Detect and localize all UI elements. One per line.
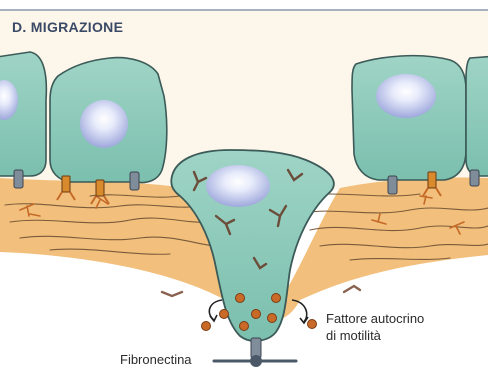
factor-dot-icon	[240, 322, 249, 331]
factor-label: Fattore autocrino di motilità	[326, 310, 424, 344]
factor-label-line1: Fattore autocrino	[326, 310, 424, 327]
anchor-icon	[470, 170, 479, 186]
figure-title: D. MIGRAZIONE	[12, 19, 123, 35]
factor-dot-icon	[272, 294, 281, 303]
nucleus-left	[80, 100, 128, 148]
factor-dot-icon	[236, 294, 245, 303]
anchor-icon	[130, 172, 139, 190]
factor-dot-icon	[252, 310, 261, 319]
anchor-icon	[14, 170, 23, 188]
nucleus-migrating	[206, 165, 270, 207]
anchor-icon	[388, 176, 397, 194]
nucleus-right	[376, 74, 436, 118]
factor-dot-icon	[202, 322, 211, 331]
cell-right-edge	[466, 56, 488, 176]
fibronectin-label: Fibronectina	[120, 352, 192, 367]
factor-dot-icon	[220, 310, 229, 319]
factor-dot-icon	[268, 314, 277, 323]
factor-label-line2: di motilità	[326, 327, 424, 344]
factor-dot-icon	[308, 320, 317, 329]
